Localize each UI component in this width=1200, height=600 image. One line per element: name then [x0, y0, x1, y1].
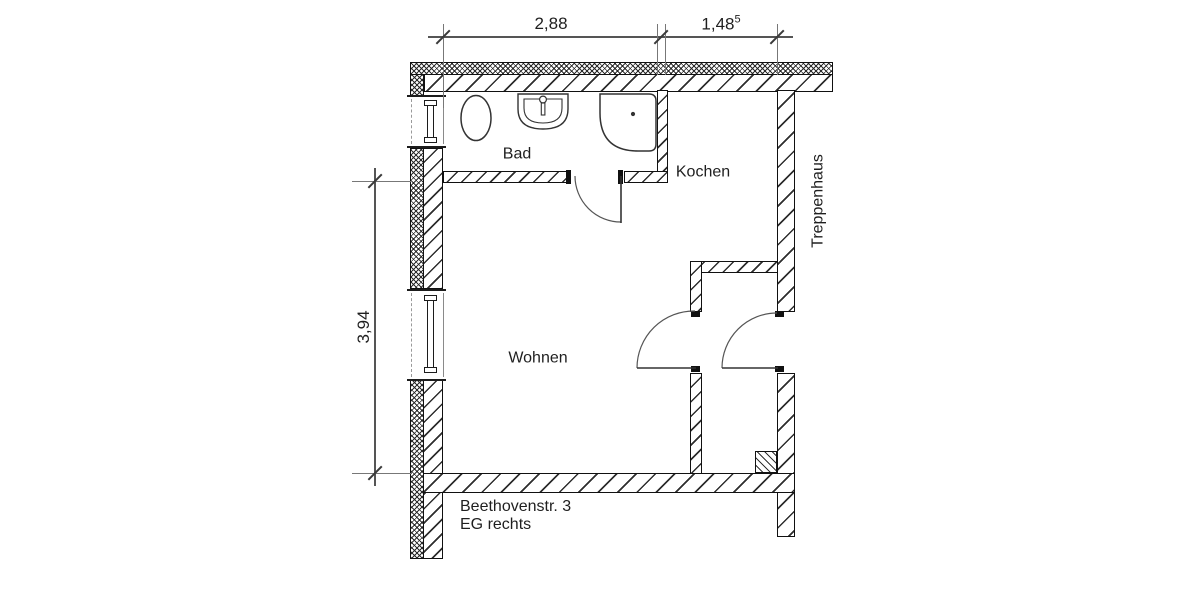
room-label-bad: Bad [502, 145, 532, 163]
dimension-label-top-right: 1,485 [701, 14, 740, 35]
top-dimension-line [428, 36, 793, 38]
dimension-value: 3,94 [354, 310, 373, 344]
entrance-door-jamb-bottom [775, 366, 784, 372]
left-wall-insulation-upper [410, 74, 424, 96]
dimension-value: 1,48 [701, 14, 735, 34]
window-glass-cap [424, 100, 437, 106]
address-line-1: Beethovenstr. 3 [460, 498, 572, 515]
dimension-label-top-left: 2,88 [534, 14, 567, 34]
extension-line [665, 24, 667, 75]
window-glass-icon [427, 298, 434, 372]
top-wall [424, 74, 833, 92]
window-glass-icon [427, 103, 434, 140]
dimension-value: 2,88 [534, 14, 568, 33]
corridor-door-swing [636, 310, 696, 369]
left-wall-middle [423, 148, 443, 289]
shaft-icon [755, 451, 777, 473]
window-dash-line [411, 293, 412, 377]
shower-drain-icon [630, 111, 636, 117]
extension-line [352, 472, 412, 474]
extension-line [352, 180, 412, 182]
window-edge-line [443, 293, 444, 377]
entrance-door-jamb-top [775, 311, 784, 317]
right-wall-upper [777, 90, 795, 312]
window-edge-line [443, 99, 444, 144]
corridor-door-jamb-top [691, 311, 700, 317]
entrance-door-swing [721, 312, 778, 369]
dimension-label-left: 3,94 [354, 310, 374, 343]
window-wohnen [407, 289, 446, 381]
bad-south-wall-east [624, 171, 668, 183]
room-label-wohnen: Wohnen [508, 349, 568, 367]
plan-title: Beethovenstr. 3 EG rechts [460, 498, 571, 534]
shower-icon [599, 93, 657, 152]
left-dimension-line [374, 168, 376, 486]
bottom-wall [423, 473, 795, 493]
window-bad [407, 95, 446, 148]
window-glass-cap [424, 137, 437, 143]
bad-door-jamb-left [566, 170, 571, 184]
extension-line [777, 24, 779, 75]
bad-door-swing [574, 175, 622, 223]
room-label-treppenhaus: Treppenhaus [809, 154, 827, 248]
extension-line [657, 24, 659, 75]
faucet-icon [540, 102, 546, 116]
address-line-2: EG rechts [460, 516, 532, 533]
window-glass-cap [424, 295, 437, 301]
faucet-knob-icon [538, 95, 547, 104]
corridor-door-jamb-bottom [691, 366, 700, 372]
corridor-stub-lower [690, 373, 702, 474]
washbasin-inner-line [523, 98, 563, 124]
window-dash-line [411, 99, 412, 144]
toilet-icon [460, 94, 492, 142]
dimension-superscript: 5 [734, 13, 741, 26]
room-label-kochen: Kochen [675, 163, 731, 181]
extension-line [443, 24, 445, 108]
right-wall-lower [777, 373, 795, 537]
window-glass-cap [424, 367, 437, 373]
